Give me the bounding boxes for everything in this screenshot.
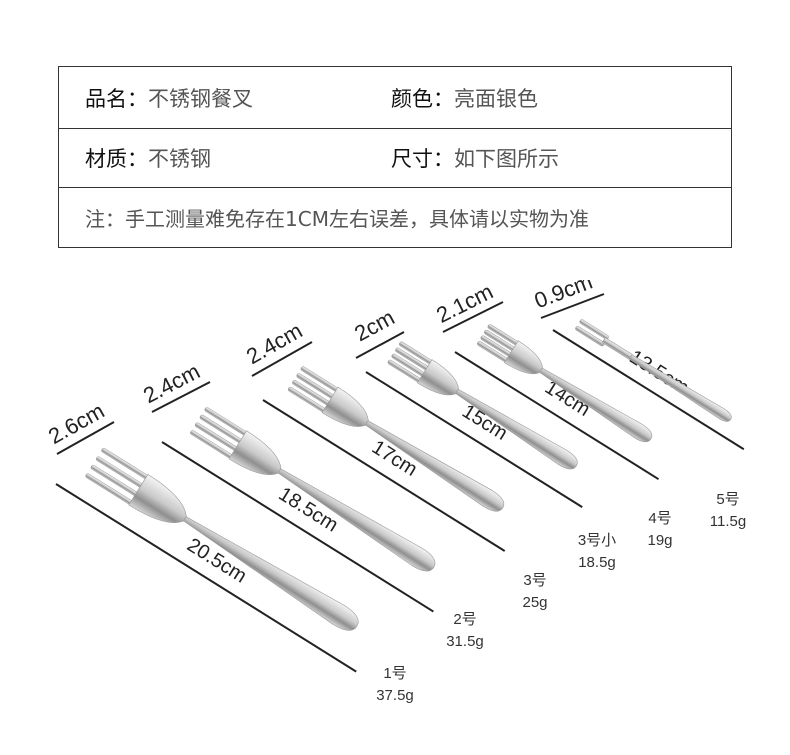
color-label: 颜色： [391, 86, 454, 111]
fork-icon [287, 366, 505, 512]
spec-row-note: 注：手工测量难免存在1CM左右误差，具体请以实物为准 [59, 188, 731, 246]
spec-row-name-color: 品名： 不锈钢餐叉 颜色： 亮面银色 [59, 67, 731, 129]
name-label: 品名： [85, 86, 148, 111]
spec-size: 尺寸： 如下图所示 [391, 129, 559, 187]
length-dimension-line [552, 329, 745, 451]
width-dimension-line [355, 331, 405, 359]
fork-model-label: 5号 [716, 491, 739, 508]
material-label: 材质： [85, 147, 148, 171]
fork-icon [85, 447, 359, 631]
fork-weight-label: 11.5g [710, 513, 746, 530]
measurement-note: 注：手工测量难免存在1CM左右误差，具体请以实物为准 [85, 206, 589, 231]
length-dimension-line [55, 483, 357, 673]
width-dimension-line [56, 421, 115, 455]
length-dimension-line [365, 371, 583, 508]
spec-table: 品名： 不锈钢餐叉 颜色： 亮面银色 材质： 不锈钢 尺寸： 如下图所示 注：手… [58, 66, 732, 248]
fork-diagram: 20.5cm2.6cm1号37.5g18.5cm2.4cm2号31.5g17cm… [44, 280, 746, 704]
fork-weight-label: 37.5g [376, 687, 414, 704]
fork-model-label: 2号 [453, 611, 476, 628]
fork-weight-label: 18.5g [578, 554, 616, 571]
width-label: 0.9cm [531, 280, 596, 313]
fork-model-label: 3号 [523, 572, 546, 589]
width-label: 2.4cm [139, 358, 204, 408]
spec-color: 颜色： 亮面银色 [391, 67, 538, 128]
width-label: 2cm [350, 305, 398, 347]
fork-icon [575, 319, 732, 422]
spec-row-material-size: 材质： 不锈钢 尺寸： 如下图所示 [59, 129, 731, 188]
material-value: 不锈钢 [148, 147, 211, 171]
width-label: 2.6cm [44, 398, 108, 449]
width-dimension-line [442, 301, 504, 333]
fork-weight-label: 19g [647, 532, 672, 549]
width-label: 2.4cm [242, 318, 306, 369]
length-dimension-line [454, 351, 660, 481]
name-value: 不锈钢餐叉 [148, 86, 253, 111]
size-label: 尺寸： [391, 147, 454, 171]
fork-weight-label: 25g [522, 594, 547, 611]
spec-name: 品名： 不锈钢餐叉 [85, 67, 253, 128]
size-value: 如下图所示 [454, 147, 559, 171]
color-value: 亮面银色 [454, 86, 538, 111]
fork-model-label: 3号小 [578, 532, 616, 549]
width-dimension-line [251, 341, 313, 377]
fork-icon [477, 324, 653, 443]
fork-icon [190, 407, 436, 572]
length-dimension-line [262, 399, 506, 552]
width-dimension-line [540, 293, 605, 319]
length-dimension-line [161, 441, 434, 613]
spec-material: 材质： 不锈钢 [85, 129, 211, 187]
fork-icon [387, 341, 578, 470]
fork-weight-label: 31.5g [446, 633, 484, 650]
fork-model-label: 1号 [383, 665, 406, 682]
fork-model-label: 4号 [648, 510, 671, 527]
width-dimension-line [151, 381, 211, 413]
